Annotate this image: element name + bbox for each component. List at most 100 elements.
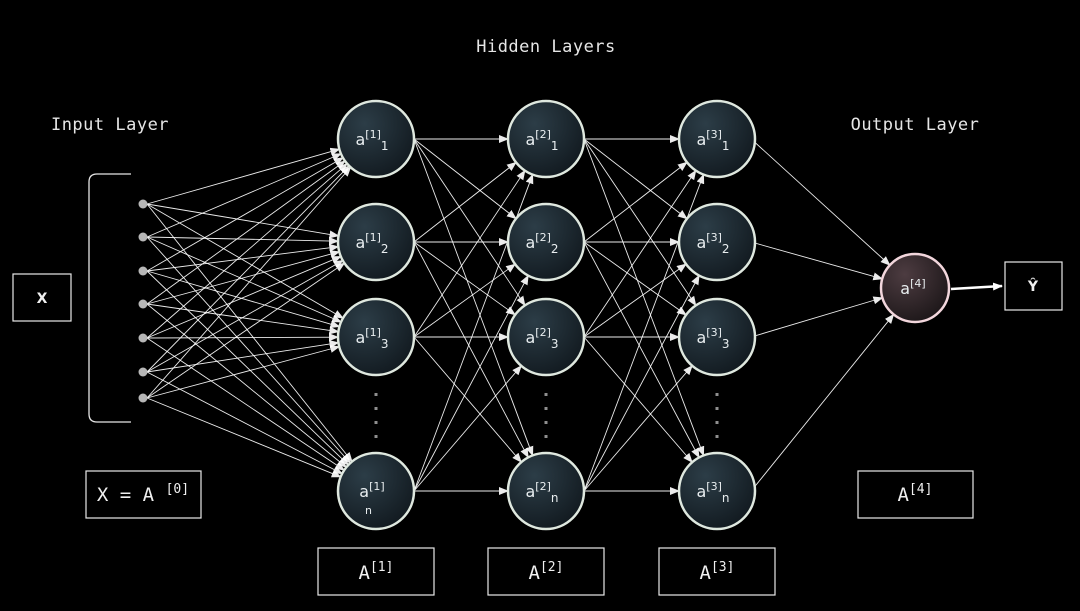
node-circle xyxy=(336,297,416,377)
node-circle xyxy=(506,451,586,531)
ellipsis-dot-l3-1 xyxy=(715,407,719,410)
a2-box-label: A[2] xyxy=(529,560,564,584)
a1-box-label: A[1] xyxy=(359,560,394,584)
ellipsis-dot-l2-1 xyxy=(544,407,548,410)
edge-input-6-l1-1 xyxy=(146,262,346,399)
node-l3-3: a[3]3 xyxy=(677,297,757,377)
node-circle xyxy=(506,297,586,377)
node-l1-n: a[1] n xyxy=(336,451,416,531)
node-label: a[3]n xyxy=(696,480,729,505)
ellipsis-dot-l3-3 xyxy=(715,435,719,438)
input-layer-title: Input Layer xyxy=(51,115,169,135)
edge-l2-3-l3-1 xyxy=(583,274,700,492)
edge-input-3-l1-3 xyxy=(146,303,348,468)
edge-input-4-l1-2 xyxy=(146,333,340,342)
input-dot-4 xyxy=(138,299,148,309)
edge-input-5-l1-2 xyxy=(146,340,340,373)
edge-l1-2-l2-0 xyxy=(413,169,526,338)
ellipsis-dot-l2-0 xyxy=(544,393,548,396)
edge-input-2-l1-3 xyxy=(146,270,350,466)
edge-l2-1-l3-0 xyxy=(583,161,688,243)
node-label: a[3]1 xyxy=(696,128,729,153)
yhat-box xyxy=(1004,261,1063,311)
input-dot-5 xyxy=(138,333,148,343)
edge-l1-2-l2-3 xyxy=(413,336,522,463)
node-circle xyxy=(677,451,757,531)
edge-l1-3-l2-1 xyxy=(413,274,529,492)
edge-input-5-l1-3 xyxy=(146,371,344,475)
edge-input-4-l1-3 xyxy=(146,337,346,471)
node-label: a[2]2 xyxy=(525,231,558,256)
edge-l1-0-l2-2 xyxy=(413,138,526,307)
edge-input-5-l1-0 xyxy=(146,165,350,373)
edge-l1-2-l2-1 xyxy=(413,263,516,338)
output-arrow xyxy=(950,282,1003,291)
edge-l1-0-l2-1 xyxy=(413,138,517,220)
edge-l1-1-l2-2 xyxy=(413,241,516,316)
output-node-circle xyxy=(879,252,951,324)
a3-box-label: A[3] xyxy=(700,560,735,584)
node-label: a[3]2 xyxy=(696,231,729,256)
edge-l2-2-l3-1 xyxy=(583,263,687,338)
node-label: a[3]3 xyxy=(696,326,729,351)
node-l1-2: a[1]2 xyxy=(336,202,416,282)
edge-input-3-l1-0 xyxy=(146,160,346,305)
edge-l2-2-l3-0 xyxy=(583,169,697,338)
node-l3-1: a[3]1 xyxy=(677,99,757,179)
edge-input-3-l1-1 xyxy=(146,250,341,305)
node-sub: n xyxy=(365,504,372,517)
edge-l3-2-out xyxy=(751,296,884,338)
node-label: a[2]1 xyxy=(525,128,558,153)
edge-l2-0-l3-2 xyxy=(583,138,697,307)
node-circle xyxy=(336,99,416,179)
edge-input-4-l1-1 xyxy=(146,256,342,339)
node-label: a[2]n xyxy=(525,480,558,505)
node-circle xyxy=(336,451,416,531)
edge-l2-2-l3-3 xyxy=(583,336,693,463)
node-circle xyxy=(677,297,757,377)
edge-l3-1-out xyxy=(751,241,884,281)
edge-input-0-l1-2 xyxy=(146,203,344,319)
node-label: a[1] xyxy=(359,480,384,501)
a4-box xyxy=(857,470,974,519)
layer-ellipses xyxy=(374,393,719,438)
node-l2-n: a[2]n xyxy=(506,451,586,531)
ellipsis-dot-l1-2 xyxy=(374,421,378,424)
edge-input-5-l1-1 xyxy=(146,260,344,373)
edge-l1-1-l2-3 xyxy=(413,241,529,459)
a0-box-label: X = A [0] xyxy=(97,482,189,506)
a4-box-label: A[4] xyxy=(898,482,933,506)
node-circle xyxy=(677,99,757,179)
node-l3-2: a[3]2 xyxy=(677,202,757,282)
edge-input-4-l1-0 xyxy=(146,163,348,339)
node-label: a[1]3 xyxy=(355,326,388,351)
node-l1-1: a[1]1 xyxy=(336,99,416,179)
node-l2-3: a[2]3 xyxy=(506,297,586,377)
ellipsis-dot-l3-0 xyxy=(715,393,719,396)
node-l3-n: a[3]n xyxy=(677,451,757,531)
edge-input-0-l1-0 xyxy=(146,147,341,205)
output-node-label: a[4] xyxy=(900,277,925,298)
input-dot-6 xyxy=(138,367,148,377)
edge-input-6-l1-3 xyxy=(146,397,342,478)
edge-input-2-l1-0 xyxy=(146,157,344,272)
ellipsis-dot-l1-0 xyxy=(374,393,378,396)
node-circle xyxy=(677,202,757,282)
edge-l1-0-l2-3 xyxy=(413,138,534,457)
node-circle xyxy=(506,99,586,179)
connection-edges xyxy=(146,135,895,495)
node-label: a[1]2 xyxy=(355,231,388,256)
edge-l3-0-out xyxy=(750,138,891,266)
edge-l1-3-l2-2 xyxy=(413,365,522,492)
node-l2-2: a[2]2 xyxy=(506,202,586,282)
x-box-label: X xyxy=(37,291,48,307)
node-circle xyxy=(336,202,416,282)
edge-l1-1-l2-0 xyxy=(413,161,517,243)
node-l2-1: a[2]1 xyxy=(506,99,586,179)
input-dot-1 xyxy=(138,199,148,209)
ellipsis-dot-l1-1 xyxy=(374,407,378,410)
edge-input-6-l1-0 xyxy=(146,166,352,399)
a1-box xyxy=(317,547,435,596)
node-label: a[1]1 xyxy=(355,128,388,153)
